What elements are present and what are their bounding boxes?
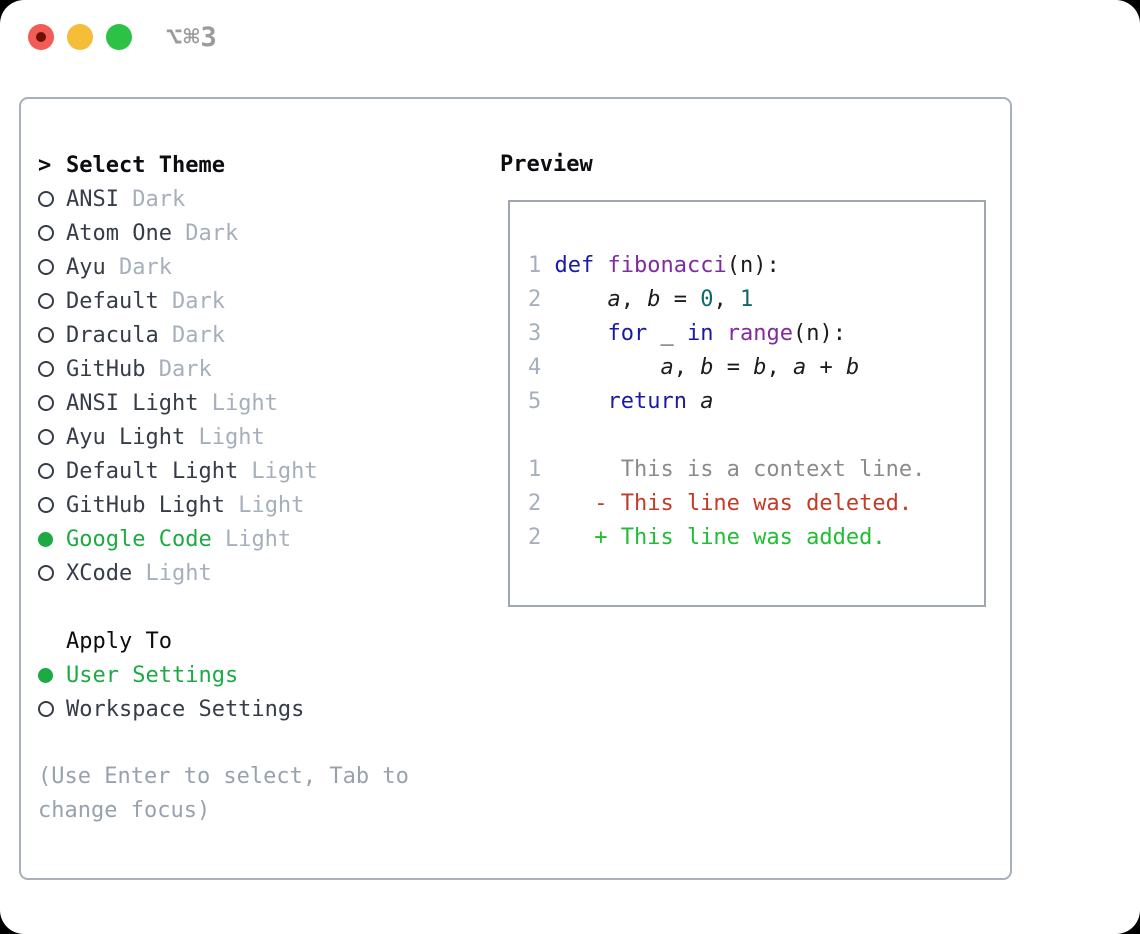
spacer [528,419,984,453]
preview-pane: Preview 1 def fibonacci(n): 2 a, b = 0, 1… [500,148,986,607]
radio-unselected-icon [38,395,66,411]
theme-name: Dracula [66,322,159,348]
theme-name: Ayu Light [66,424,186,450]
line-number: 1 [528,457,542,482]
code-line: 4 a, b = b, a + b [528,355,860,380]
radio-unselected-icon [38,293,66,309]
theme-name: Default Light [66,458,239,484]
theme-name: Atom One [66,220,172,246]
theme-variant: Dark [171,220,239,246]
theme-item-atom-one[interactable]: Atom One Dark [38,216,478,250]
theme-item-github[interactable]: GitHub Dark [38,352,478,386]
theme-variant: Dark [118,186,186,212]
theme-name: GitHub Light [66,492,225,518]
theme-variant: Dark [158,322,225,348]
theme-item-ayu[interactable]: Ayu Dark [38,250,478,284]
code-line: 5 return a [528,389,714,414]
radio-unselected-icon [38,565,66,581]
theme-item-dracula[interactable]: Dracula Dark [38,318,478,352]
apply-to-header: Apply To [38,624,478,658]
radio-unselected-icon [38,259,66,275]
select-theme-header: > Select Theme [38,148,478,182]
theme-item-google-code[interactable]: Google Code Light [38,522,478,556]
theme-name: Default [66,288,159,314]
theme-item-xcode[interactable]: XCode Light [38,556,478,590]
radio-unselected-icon [38,191,66,207]
line-number: 3 [528,321,542,346]
theme-variant: Light [238,458,318,484]
line-number: 2 [528,287,542,312]
spacer [38,590,478,624]
theme-variant: Light [224,492,305,518]
radio-unselected-icon [38,497,66,513]
line-number: 2 [528,491,542,516]
line-number: 5 [528,389,542,414]
minimize-button[interactable] [67,24,93,50]
radio-unselected-icon [38,361,66,377]
radio-unselected-icon [38,429,66,445]
theme-name: XCode [66,560,133,586]
radio-unselected-icon [38,701,66,717]
theme-variant: Light [132,560,212,586]
theme-item-default[interactable]: Default Dark [38,284,478,318]
line-number: 2 [528,525,542,550]
apply-option-user-settings[interactable]: User Settings [38,658,478,692]
radio-unselected-icon [38,327,66,343]
diff-line: 2 + This line was added. [528,525,886,550]
theme-item-ansi-light[interactable]: ANSI Light Light [38,386,478,420]
preview-title: Preview [500,152,593,177]
apply-to-title: Apply To [66,628,172,654]
code-line: 1 def fibonacci(n): [528,253,780,278]
preview-box: 1 def fibonacci(n): 2 a, b = 0, 1 3 for _ … [508,200,986,607]
theme-name: Ayu [66,254,106,280]
radio-unselected-icon [38,225,66,241]
theme-name: ANSI [66,186,119,212]
theme-item-default-light[interactable]: Default Light Light [38,454,478,488]
theme-variant: Light [211,526,292,552]
window-title-shortcut: ⌥⌘3 [166,22,218,53]
keyboard-hint: (Use Enter to select, Tab to change focu… [38,764,409,823]
zoom-button[interactable] [106,24,132,50]
select-theme-title: Select Theme [66,152,225,178]
theme-variant: Dark [158,288,225,314]
theme-variant: Light [185,424,265,450]
radio-selected-icon [38,531,66,547]
focus-caret-icon: > [38,152,52,178]
apply-option-label: User Settings [66,662,239,688]
theme-variant: Dark [105,254,172,280]
theme-item-ansi[interactable]: ANSI Dark [38,182,478,216]
theme-name: Google Code [66,526,212,552]
theme-item-github-light[interactable]: GitHub Light Light [38,488,478,522]
code-line: 2 a, b = 0, 1 [528,287,754,312]
close-button[interactable] [28,24,54,50]
apply-option-workspace-settings[interactable]: Workspace Settings [38,692,478,726]
line-number: 1 [528,253,542,278]
apply-option-label: Workspace Settings [66,696,305,722]
theme-item-ayu-light[interactable]: Ayu Light Light [38,420,478,454]
line-number: 4 [528,355,542,380]
theme-name: ANSI Light [66,390,199,416]
radio-unselected-icon [38,463,66,479]
theme-name: GitHub [66,356,146,382]
code-line: 3 for _ in range(n): [528,321,846,346]
theme-variant: Dark [145,356,212,382]
diff-line: 2 - This line was deleted. [528,491,913,516]
theme-variant: Light [198,390,278,416]
radio-selected-icon [38,667,66,683]
diff-line: 1 This is a context line. [528,457,926,482]
